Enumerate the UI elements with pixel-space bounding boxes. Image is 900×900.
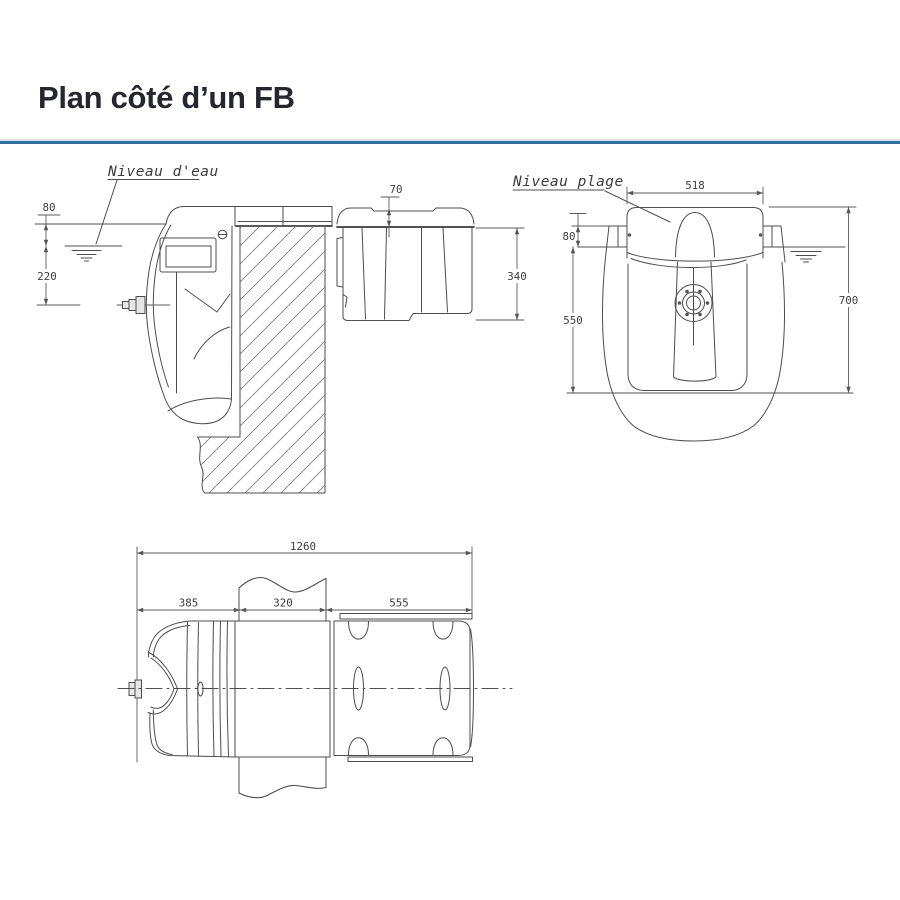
top-view: 1260 385 320 555: [117, 540, 513, 799]
dim-label-555: 555: [389, 597, 409, 610]
dim-label-385: 385: [179, 597, 199, 610]
water-level-label: Niveau d'eau: [107, 164, 219, 180]
return-nozzle-side: [116, 296, 171, 314]
front-view: Niveau plage 518: [512, 174, 862, 442]
wall-break-lower: [238, 756, 327, 799]
page-title: Plan côté d’un FB: [38, 80, 295, 115]
side-section-view: Niveau d'eau 80 220: [34, 164, 530, 494]
dim-label-320: 320: [273, 597, 293, 610]
dim-label-70: 70: [389, 183, 402, 196]
title-divider: [0, 141, 900, 144]
skimmer-lid-front: [626, 207, 764, 259]
label-leader: [604, 190, 671, 223]
weir-door: [159, 237, 217, 273]
beach-level-label: Niveau plage: [512, 174, 624, 190]
dim-label-1260: 1260: [290, 540, 316, 553]
lid-handle-arch: [675, 212, 715, 258]
flange: [674, 267, 713, 346]
wall-break-upper: [238, 576, 327, 622]
skimmer-lid: [165, 206, 333, 227]
skimmer-body-outline: [145, 223, 233, 425]
dim-label-80-front: 80: [562, 230, 575, 243]
nozzle-cone: [147, 651, 178, 715]
dim-label-220: 220: [37, 270, 57, 283]
water-level-symbol: [64, 245, 123, 262]
filter-box-top: [333, 613, 474, 762]
dim-label-340: 340: [507, 270, 527, 283]
water-level-symbol: [790, 251, 822, 263]
label-leader: [95, 179, 118, 245]
skimmer-body-front: [602, 261, 785, 442]
dim-label-700: 700: [839, 294, 859, 307]
pool-wall-section: [197, 225, 326, 494]
filter-box-side: [336, 207, 475, 321]
dim-label-550: 550: [563, 314, 583, 327]
dim-label-80-side: 80: [42, 201, 55, 214]
dim-label-518: 518: [685, 179, 705, 192]
